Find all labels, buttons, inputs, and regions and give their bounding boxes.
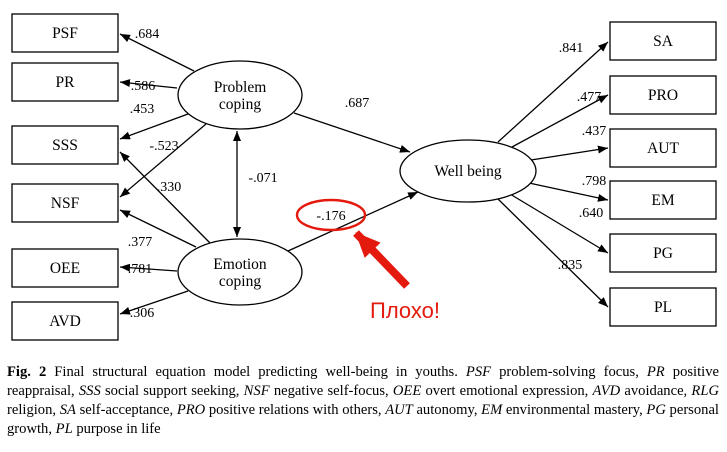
box-pl-label: PL (654, 299, 672, 316)
caption-segment: PL (55, 420, 73, 437)
coef-problem-wellbeing: .687 (345, 96, 370, 111)
caption-segment: problem-solving focus, (491, 364, 647, 380)
caption-segment: Fig. 2 (7, 364, 47, 380)
latent-emotion-coping-label-line2: coping (219, 273, 261, 290)
path-wellbeing-aut (530, 145, 609, 161)
path-emotion-wellbeing (287, 191, 419, 252)
coef-emotion-nsf: .377 (128, 235, 153, 250)
box-em: EM (609, 180, 717, 220)
path-problem-wellbeing (293, 112, 411, 153)
box-sss-label: SSS (52, 137, 78, 154)
caption-segment: AVD (592, 382, 621, 399)
path-wellbeing-pl (496, 197, 609, 308)
caption-segment: PSF (465, 364, 492, 380)
annotation-text: Плохо! (370, 298, 440, 323)
box-pg: PG (609, 233, 717, 273)
coef-wellbeing-pro: .477 (577, 90, 602, 105)
path-wellbeing-pg (509, 193, 609, 254)
caption-segment: SA (59, 401, 76, 418)
caption-segment: EM (481, 401, 503, 418)
path-wellbeing-em (528, 182, 609, 202)
coef-emotion-sss: .330 (157, 180, 182, 195)
sem-diagram: PSF PR SSS NSF OEE AVD SA PRO (11, 13, 717, 341)
caption-segment: religion, (7, 401, 60, 418)
coef-wellbeing-aut: .437 (582, 124, 607, 139)
box-aut: AUT (609, 128, 717, 168)
coef-wellbeing-sa: .841 (559, 41, 584, 56)
annotation-arrow-icon (353, 230, 410, 289)
coef-emotion-avd: .306 (130, 306, 155, 321)
coef-problem-psf: .684 (135, 27, 160, 42)
caption-segment: negative self-focus, (269, 382, 393, 399)
caption-segment: Final structural equation model predicti… (46, 364, 466, 380)
caption-segment: environmental mastery, (502, 401, 647, 418)
caption-segment: RLG (691, 382, 719, 399)
caption-segment: overt emotional expression, (421, 382, 593, 399)
latent-emotion-coping: Emotion coping (177, 238, 303, 306)
coef-emotion-wellbeing: -.176 (316, 209, 345, 224)
caption-segment: SSS (78, 382, 101, 399)
caption-segment: AUT (385, 401, 413, 418)
coef-covariance: -.071 (248, 171, 277, 186)
coef-emotion-oee: .781 (128, 262, 153, 277)
caption-segment: personal growth, (7, 401, 719, 437)
path-emotion-sss (119, 151, 211, 244)
box-pr-label: PR (56, 74, 76, 91)
path-problem-nsf (119, 123, 207, 198)
path-wellbeing-sa (497, 41, 609, 143)
path-problem-sss (119, 113, 189, 140)
latent-emotion-coping-label-line1: Emotion (213, 256, 267, 273)
latent-problem-coping-label-line1: Problem (214, 79, 267, 96)
box-sa-label: SA (653, 33, 674, 50)
latent-problem-coping: Problem coping (177, 60, 303, 130)
box-pg-label: PG (653, 245, 673, 262)
caption-segment: PR (646, 364, 665, 380)
coef-problem-pr: .586 (131, 79, 156, 94)
caption-segment: social support seeking, (100, 382, 244, 399)
caption-segment: PG (646, 401, 666, 418)
latent-problem-coping-label-line2: coping (219, 96, 261, 113)
coef-wellbeing-em: .798 (582, 174, 607, 189)
box-oee-label: OEE (50, 260, 80, 277)
coef-problem-nsf: -.523 (149, 139, 178, 154)
caption-segment: avoidance, (620, 382, 692, 399)
path-emotion-oee (119, 263, 178, 272)
annotation-highlight-circle (295, 198, 367, 232)
caption-segment: OEE (392, 382, 422, 399)
box-avd: AVD (11, 301, 119, 341)
caption-segment: self-acceptance, (75, 401, 177, 418)
box-em-label: EM (651, 192, 674, 209)
box-psf-label: PSF (52, 25, 78, 42)
caption-segment: NSF (243, 382, 270, 399)
path-emotion-nsf (119, 209, 197, 248)
coef-wellbeing-pg: .640 (579, 206, 604, 221)
box-avd-label: AVD (49, 313, 81, 330)
path-problem-pr (119, 79, 178, 89)
box-oee: OEE (11, 248, 119, 288)
box-psf: PSF (11, 13, 119, 53)
box-pl: PL (609, 287, 717, 327)
latent-well-being-label: Well being (434, 163, 501, 180)
caption-segment: purpose in life (72, 420, 161, 437)
box-aut-label: AUT (647, 140, 679, 157)
coef-wellbeing-pl: .835 (558, 258, 583, 273)
caption-segment: PRO (176, 401, 206, 418)
box-nsf-label: NSF (51, 195, 80, 212)
path-problem-psf (119, 33, 195, 72)
caption-segment: positive reappraisal, (7, 364, 719, 399)
box-pro: PRO (609, 75, 717, 115)
path-wellbeing-pro (511, 94, 609, 148)
figure-caption: Fig. 2 Final structural equation model p… (0, 352, 727, 439)
box-pr: PR (11, 62, 119, 102)
box-nsf: NSF (11, 183, 119, 223)
path-emotion-avd (119, 290, 189, 315)
caption-segment: autonomy, (412, 401, 482, 418)
box-pro-label: PRO (648, 87, 678, 104)
box-sss: SSS (11, 125, 119, 165)
box-sa: SA (609, 21, 717, 61)
latent-well-being: Well being (399, 139, 537, 203)
coef-problem-sss: .453 (130, 102, 155, 117)
caption-segment: positive relations with others, (205, 401, 386, 418)
